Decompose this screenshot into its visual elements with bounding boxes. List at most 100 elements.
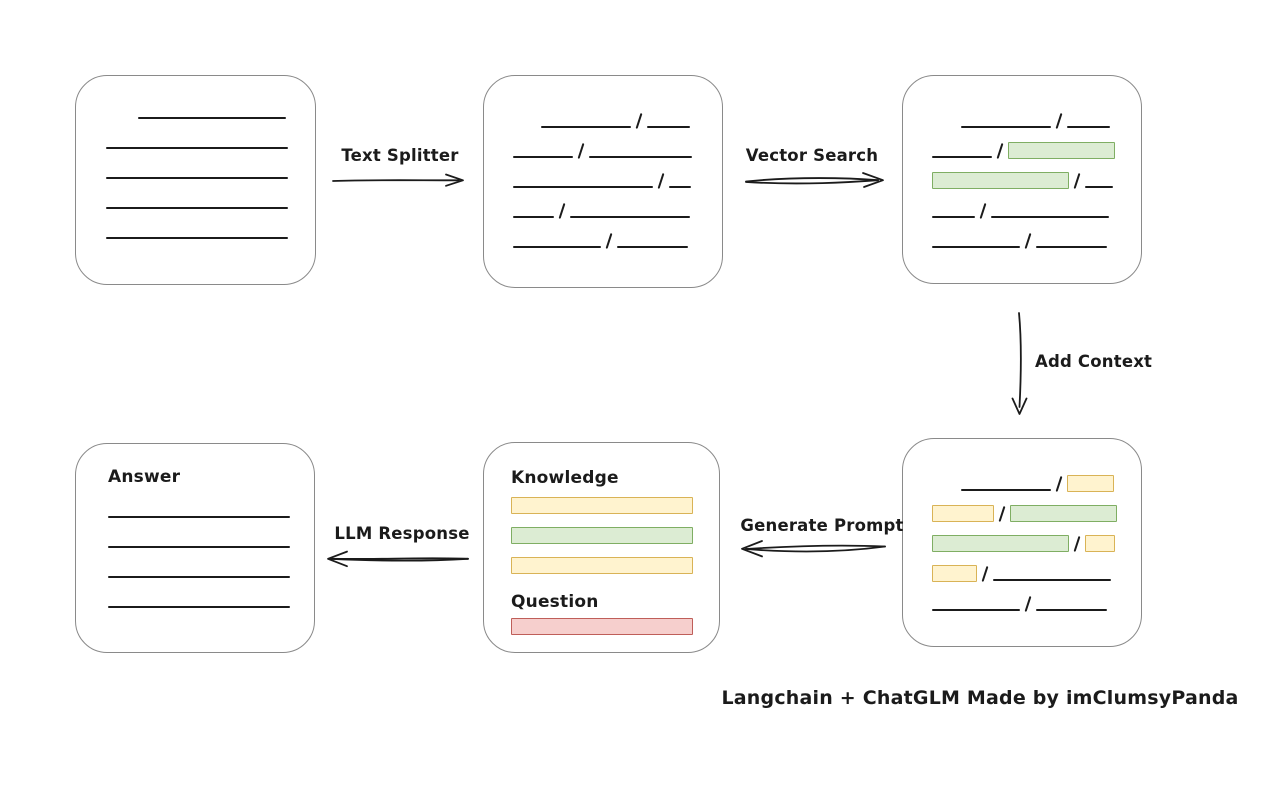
slash-mark	[981, 566, 989, 582]
green-chunk	[1008, 142, 1116, 159]
slash-mark	[1024, 596, 1032, 612]
text-line	[932, 156, 992, 158]
slash-mark	[605, 233, 613, 249]
chunk-row	[932, 203, 1121, 219]
knowledge-label: Knowledge	[511, 468, 619, 488]
answer-label: Answer	[108, 467, 181, 487]
red-bar	[511, 618, 693, 635]
chunk-row	[932, 233, 1121, 249]
slash-mark	[1055, 113, 1063, 129]
green-chunk	[932, 172, 1069, 189]
chunk-row	[932, 535, 1121, 552]
chunk-row	[513, 233, 702, 249]
chunk-row	[932, 142, 1121, 159]
green-bar	[511, 527, 693, 544]
slash-mark	[998, 506, 1006, 522]
matched-chunks-box	[902, 75, 1142, 284]
text-line	[932, 216, 975, 218]
text-line	[1036, 609, 1108, 611]
chunk-row	[932, 505, 1121, 522]
yellow-chunk	[932, 565, 977, 582]
chunk-row	[513, 143, 702, 159]
document-lines	[76, 76, 315, 267]
text-line	[541, 126, 631, 128]
prompt-box-content: Knowledge Question	[484, 443, 719, 635]
text-line	[108, 576, 290, 578]
yellow-chunk	[1067, 475, 1115, 492]
question-label: Question	[511, 592, 599, 612]
matched-chunk-rows	[903, 76, 1141, 249]
green-chunk	[932, 535, 1069, 552]
yellow-chunk	[1085, 535, 1116, 552]
text-splitter-arrow	[332, 173, 464, 187]
answer-box: Answer	[75, 443, 315, 653]
vector-search-label: Vector Search	[745, 146, 879, 165]
knowledge-bars	[511, 489, 693, 574]
text-line	[961, 126, 1051, 128]
text-line	[589, 156, 693, 158]
vector-search-arrow	[745, 172, 884, 188]
text-line	[108, 546, 290, 548]
document-box	[75, 75, 316, 285]
yellow-bar	[511, 497, 693, 514]
text-line	[106, 237, 288, 239]
chunk-row	[932, 113, 1121, 129]
slash-mark	[1073, 536, 1081, 552]
text-line	[617, 246, 689, 248]
text-line	[1067, 126, 1111, 128]
question-bars	[511, 613, 693, 635]
slash-mark	[635, 113, 643, 129]
chunks-box	[483, 75, 723, 288]
chunk-row	[513, 113, 702, 129]
slash-mark	[577, 143, 585, 159]
text-line	[647, 126, 691, 128]
text-line	[513, 186, 653, 188]
add-context-label: Add Context	[1035, 352, 1153, 371]
text-line	[513, 216, 554, 218]
chunk-row	[513, 173, 702, 189]
prompt-box: Knowledge Question	[483, 442, 720, 653]
text-line	[669, 186, 692, 188]
text-line	[106, 147, 288, 149]
text-line	[513, 246, 601, 248]
answer-box-content: Answer	[76, 444, 314, 636]
text-line	[513, 156, 573, 158]
add-context-arrow	[1011, 312, 1028, 415]
text-splitter-label: Text Splitter	[341, 146, 459, 165]
slash-mark	[996, 143, 1004, 159]
text-line	[1036, 246, 1108, 248]
yellow-bar	[511, 557, 693, 574]
slash-mark	[1024, 233, 1032, 249]
llm-response-arrow	[327, 550, 469, 568]
yellow-chunk	[932, 505, 994, 522]
context-chunk-rows	[903, 439, 1141, 612]
slash-mark	[979, 203, 987, 219]
text-line	[932, 609, 1020, 611]
llm-response-label: LLM Response	[334, 524, 470, 543]
text-line	[932, 246, 1020, 248]
text-line	[108, 606, 290, 608]
chunk-rows	[484, 76, 722, 249]
generate-prompt-arrow	[741, 540, 886, 558]
slash-mark	[1055, 476, 1063, 492]
chunk-row	[932, 596, 1121, 612]
chunk-row	[932, 565, 1121, 582]
chunk-row	[513, 203, 702, 219]
slash-mark	[657, 173, 665, 189]
text-line	[961, 489, 1051, 491]
text-line	[991, 216, 1110, 218]
chunk-row	[932, 475, 1121, 492]
caption: Langchain + ChatGLM Made by imClumsyPand…	[721, 687, 1239, 709]
text-line	[1085, 186, 1114, 188]
chunk-row	[932, 172, 1121, 189]
slash-mark	[558, 203, 566, 219]
text-line	[993, 579, 1112, 581]
text-line	[108, 516, 290, 518]
green-chunk	[1010, 505, 1118, 522]
text-line	[570, 216, 691, 218]
context-chunks-box	[902, 438, 1142, 647]
slash-mark	[1073, 173, 1081, 189]
answer-lines	[108, 516, 290, 636]
text-line	[138, 117, 286, 119]
